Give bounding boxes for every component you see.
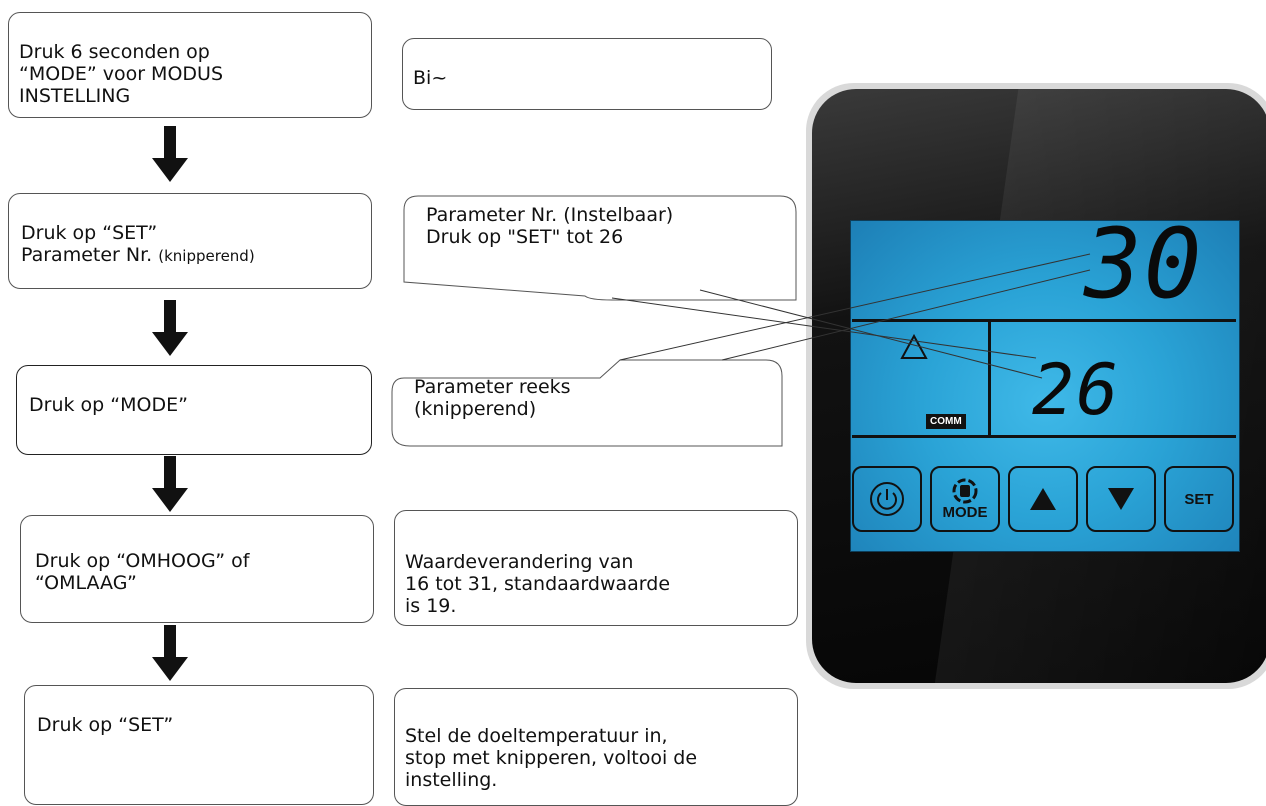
comm-badge: COMM [926,414,966,429]
step-1-box: Druk 6 seconden op “MODE” voor MODUS INS… [8,12,372,118]
mode-button-label: MODE [942,503,988,521]
step-3-text: Druk op “MODE” [29,394,188,416]
step-5-text: Druk op “SET” [37,714,174,736]
power-icon [870,482,904,516]
down-arrow-1 [152,126,188,182]
down-button[interactable] [1086,466,1156,532]
pointer-line-1a [611,297,1037,359]
set-button[interactable]: SET [1164,466,1234,532]
down-arrow-4 [152,625,188,681]
triangle-up-icon [1030,488,1056,510]
note-2-text: Parameter Nr. (Instelbaar) Druk op "SET"… [426,204,674,248]
up-button[interactable] [1008,466,1078,532]
step-4-box: Druk op “OMHOOG” of “OMLAAG” [20,515,374,623]
lcd-divider-bottom [852,435,1236,438]
top-reading: 30 [1084,208,1204,320]
pointer-line-1b [699,289,1043,379]
note-3-text: Parameter reeks (knipperend) [414,376,571,420]
step-2-text: Druk op “SET” Parameter Nr. [21,222,158,266]
mode-button[interactable]: MODE [930,466,1000,532]
pointer-line-2a [619,253,1091,361]
step-1-text: Druk 6 seconden op “MODE” voor MODUS INS… [19,41,223,107]
note-1-box: Bi~ [402,38,772,110]
step-2-box: Druk op “SET” Parameter Nr. (knipperend) [8,193,372,289]
step-3-box: Druk op “MODE” [16,365,372,455]
note-5-box: Stel de doeltemperatuur in, stop met kni… [394,688,798,806]
bottom-reading: 26 [1032,349,1121,431]
lcd-divider-top [852,319,1236,322]
pointer-line-2b [721,269,1091,361]
callout-bubble-parameter-reeks [391,359,783,447]
power-button[interactable] [852,466,922,532]
down-arrow-3 [152,456,188,512]
callout-bubble-parameter-nr [403,195,797,301]
step-5-box: Druk op “SET” [24,685,374,805]
step-2-small: (knipperend) [158,247,255,265]
note-5-text: Stel de doeltemperatuur in, stop met kni… [405,725,698,791]
triangle-down-icon [1108,488,1134,510]
note-1-text: Bi~ [413,67,448,89]
step-4-text: Druk op “OMHOOG” of “OMLAAG” [35,550,250,594]
lcd-divider-vertical [988,320,991,436]
set-button-label: SET [1184,490,1214,508]
mode-icon [952,478,978,503]
down-arrow-2 [152,300,188,356]
note-4-text: Waardeverandering van 16 tot 31, standaa… [405,551,671,617]
note-4-box: Waardeverandering van 16 tot 31, standaa… [394,510,798,626]
